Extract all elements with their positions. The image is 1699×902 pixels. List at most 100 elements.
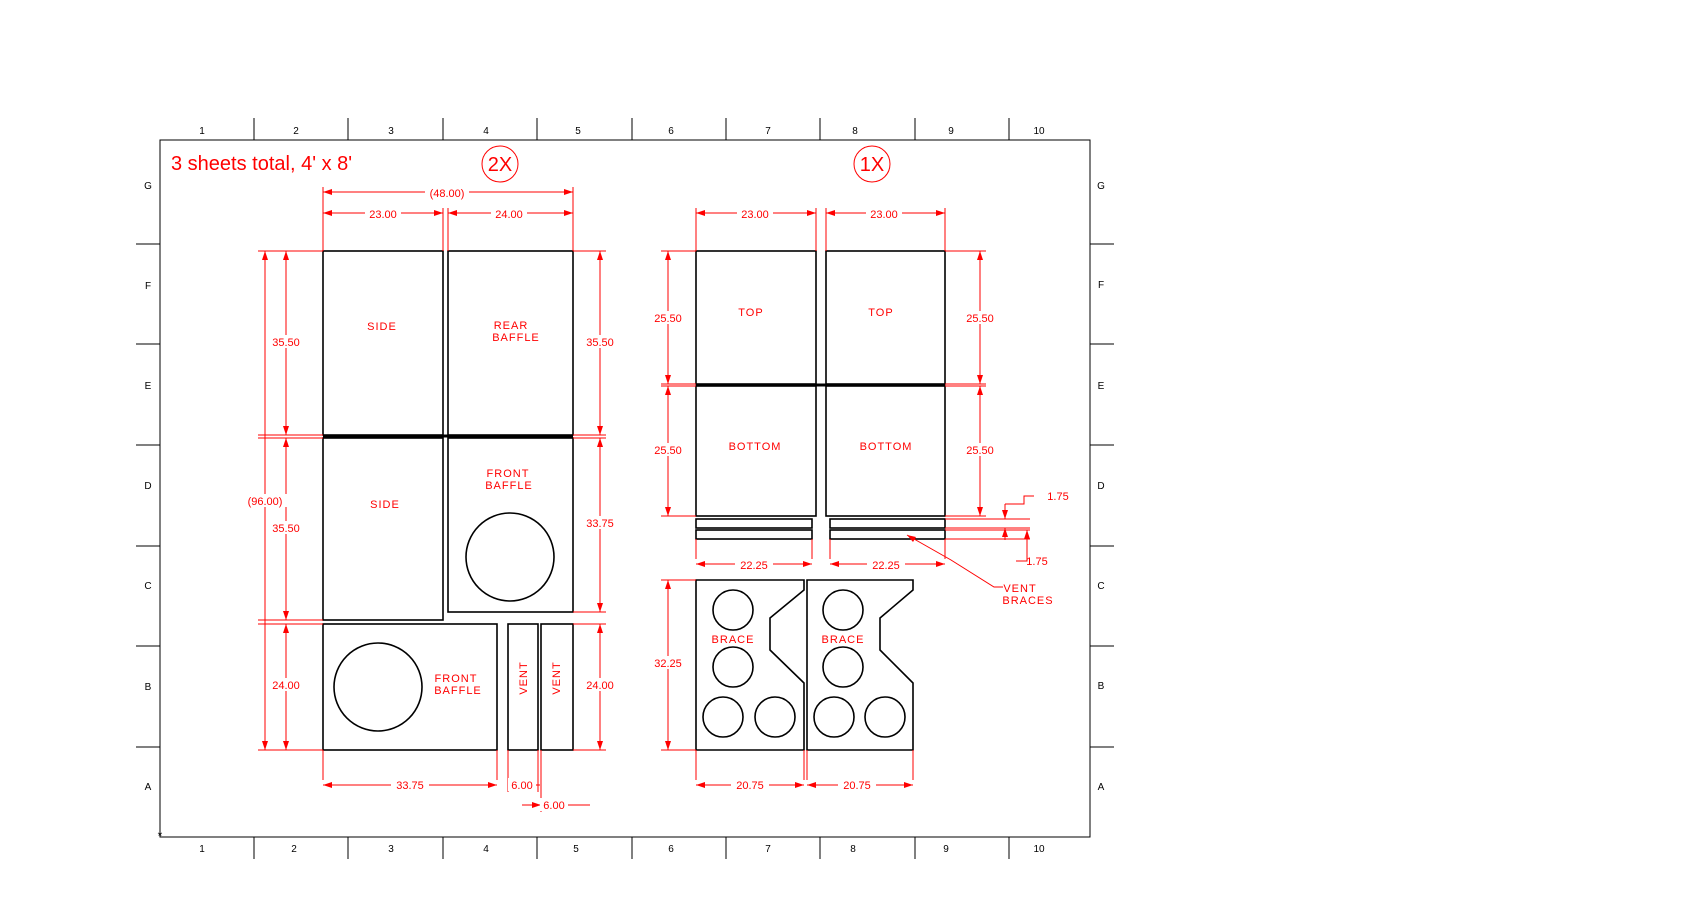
dim-arrow <box>696 782 705 788</box>
dim-arrow <box>597 426 603 435</box>
grid-col-label: 3 <box>388 844 394 855</box>
svg-text:2X: 2X <box>488 154 512 176</box>
dim-height: 25.50 <box>966 313 994 325</box>
part-label-side: SIDE <box>370 499 400 511</box>
dim-width: 20.75 <box>736 780 764 792</box>
dim-arrow <box>283 624 289 633</box>
grid-col-label: 6 <box>668 126 674 137</box>
grid-row-label: D <box>144 481 151 492</box>
part-label-vent-braces: VENT <box>1003 583 1036 595</box>
dim-height: 35.50 <box>272 337 300 349</box>
dim-overall-width: (48.00) <box>430 188 465 200</box>
dim-arrow <box>532 802 541 808</box>
brace-cutout <box>822 589 864 631</box>
dim-arrow <box>696 210 705 216</box>
dimension-labels: (48.00) 23.00 24.00 (96.00) 35.50 35.50 … <box>242 186 1069 812</box>
grid-col-label: 1 <box>199 844 205 855</box>
brace-cutout <box>712 646 754 688</box>
brace-panel <box>806 579 914 751</box>
brace-panel <box>695 579 805 751</box>
dim-arrow <box>448 210 457 216</box>
dim-arrow <box>665 507 671 516</box>
right-sheet-parts <box>695 250 946 751</box>
vent-panel <box>540 623 574 751</box>
grid-row-label: D <box>1097 481 1104 492</box>
dim-arrow <box>597 624 603 633</box>
vent-brace-strip <box>829 529 946 540</box>
grid-row-label: B <box>145 682 152 693</box>
front-baffle-bottom-panel <box>322 623 498 751</box>
dim-width: 6.00 <box>543 800 564 812</box>
dim-thickness: 1.75 <box>1047 491 1068 503</box>
grid-col-label: 4 <box>483 126 489 137</box>
grid-col-label: 5 <box>573 844 579 855</box>
dim-leader <box>1005 495 1034 505</box>
dim-arrow <box>936 561 945 567</box>
left-sheet-parts <box>322 250 574 751</box>
dim-arrow <box>977 251 983 260</box>
grid-col-label: 5 <box>575 126 581 137</box>
dim-arrow <box>807 782 816 788</box>
dim-height: 24.00 <box>586 680 614 692</box>
dim-arrow <box>803 561 812 567</box>
part-label-vent: VENT <box>551 661 563 694</box>
vent-brace-strip <box>695 518 813 529</box>
grid-col-label: 2 <box>293 126 299 137</box>
part-label-vent: VENT <box>518 661 530 694</box>
dim-height: 33.75 <box>586 518 614 530</box>
grid-col-label: 7 <box>765 844 771 855</box>
dim-height: 25.50 <box>654 445 682 457</box>
part-label-rear-baffle: BAFFLE <box>492 332 540 344</box>
vent-brace-strip <box>695 529 813 540</box>
dim-arrow <box>283 426 289 435</box>
dim-arrow <box>597 741 603 750</box>
part-label-vent-braces: BRACES <box>1002 595 1053 607</box>
brace-cutout <box>813 696 855 738</box>
dim-arrow <box>977 386 983 395</box>
dim-arrow <box>977 507 983 516</box>
dim-arrow <box>1002 528 1008 537</box>
speaker-cutout <box>465 512 555 602</box>
dim-arrow <box>830 561 839 567</box>
dim-width: 23.00 <box>369 209 397 221</box>
grid-row-label: B <box>1098 681 1105 692</box>
vent-panel <box>507 623 539 751</box>
part-label-brace: BRACE <box>712 634 755 646</box>
dim-height: 25.50 <box>654 313 682 325</box>
dim-arrow <box>665 741 671 750</box>
grid-row-label: G <box>144 181 152 192</box>
dim-height: 35.50 <box>586 337 614 349</box>
dim-arrow <box>807 210 816 216</box>
grid-col-label: 6 <box>668 844 674 855</box>
grid-col-label: 9 <box>948 126 954 137</box>
side-panel-bottom <box>322 437 444 621</box>
dim-arrow <box>665 375 671 384</box>
dim-arrow <box>323 189 332 195</box>
dim-height: 32.25 <box>654 658 682 670</box>
grid-row-label: G <box>1097 181 1105 192</box>
dim-width: 24.00 <box>495 209 523 221</box>
brace-cutout <box>702 696 744 738</box>
part-label-side: SIDE <box>367 321 397 333</box>
dim-arrow <box>323 782 332 788</box>
brace-cutout <box>712 589 754 631</box>
grid-row-label: A <box>145 782 152 793</box>
svg-text:1X: 1X <box>860 154 884 176</box>
dim-arrow <box>977 375 983 384</box>
grid-row-label: F <box>1098 280 1104 291</box>
vent-braces-leader <box>906 534 1003 588</box>
part-label-front-baffle: FRONT <box>435 673 478 685</box>
dim-arrow <box>283 741 289 750</box>
dim-overall-height: (96.00) <box>248 496 283 508</box>
grid-row-label: F <box>145 281 151 292</box>
grid-row-label: C <box>1097 581 1104 592</box>
dim-arrow <box>665 580 671 589</box>
dim-arrow <box>795 782 804 788</box>
side-panel-top <box>322 250 444 436</box>
dim-arrow <box>904 782 913 788</box>
dim-arrow <box>434 210 443 216</box>
grid-col-label: 1 <box>199 126 205 137</box>
speaker-cutout <box>333 642 423 732</box>
dim-arrow <box>564 189 573 195</box>
